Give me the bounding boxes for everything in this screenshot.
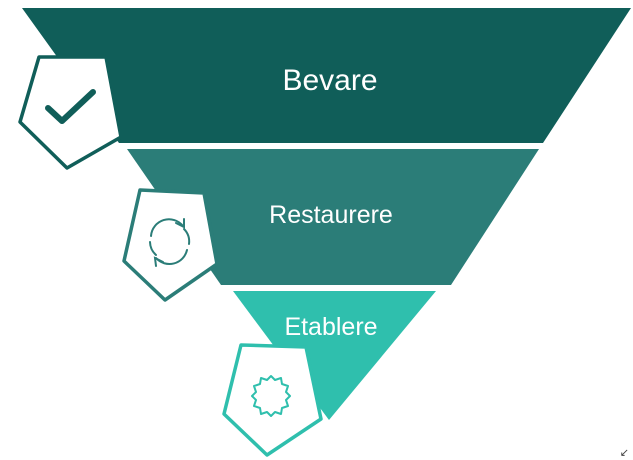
badge-bevare <box>18 55 123 170</box>
tier-restaurere-label: Restaurere <box>269 201 393 229</box>
tier-bevare-band <box>22 8 631 143</box>
tier-restaurere-band <box>127 149 539 285</box>
tier-bevare-label: Bevare <box>282 64 377 97</box>
checkmark-icon <box>45 89 96 124</box>
badge-restaurere <box>122 188 219 302</box>
starburst-icon <box>251 375 291 417</box>
badge-etablere <box>222 343 323 457</box>
expand-corner-icon[interactable]: ↙ <box>619 446 629 459</box>
tier-etablere-band <box>233 291 436 420</box>
tier-etablere-label: Etablere <box>284 313 377 341</box>
cycle-arrows-icon <box>149 218 191 267</box>
